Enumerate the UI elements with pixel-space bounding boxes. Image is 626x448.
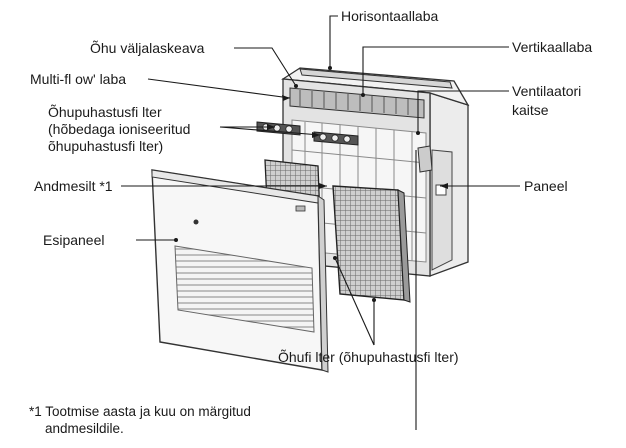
- label-vertical-louver: Vertikaallaba: [512, 39, 593, 55]
- horizontal-louver-shape: [299, 68, 453, 89]
- label-air-purifying-filter-line1: Õhupuhastusfi lter: [48, 104, 162, 120]
- label-air-purifying-filter-line3: õhupuhastusfi lter): [48, 138, 164, 154]
- front-panel-shape: [151, 169, 329, 373]
- label-nameplate: Andmesilt *1: [34, 178, 113, 194]
- footnote-line2: andmesildile.: [45, 421, 124, 436]
- label-fan-guard-line1: Ventilaatori: [512, 83, 582, 99]
- label-air-filter: Õhufi lter (õhupuhastusfi lter): [278, 349, 459, 365]
- footnote-line1: *1 Tootmise aasta ja kuu on märgitud: [29, 404, 251, 419]
- label-air-outlet: Õhu väljalaskeava: [90, 40, 205, 56]
- footnote: *1 Tootmise aasta ja kuu on märgitud and…: [29, 403, 251, 437]
- label-horizontal-louver: Horisontaallaba: [341, 8, 439, 24]
- label-multi-flow-louver: Multi-fl ow' laba: [30, 71, 127, 87]
- label-air-purifying-filter-line2: (hõbedaga ioniseeritud: [48, 121, 191, 137]
- label-fan-guard-line2: kaitse: [512, 102, 549, 118]
- label-front-panel: Esipaneel: [43, 232, 105, 248]
- label-panel: Paneel: [524, 178, 568, 194]
- right-air-filter: [332, 185, 411, 303]
